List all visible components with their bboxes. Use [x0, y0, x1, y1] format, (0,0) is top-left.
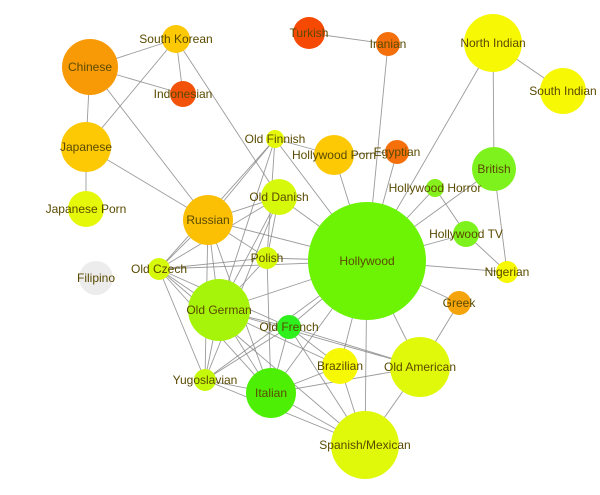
- node-circle-north-indian[interactable]: [464, 14, 522, 72]
- edge-old-german-old-american: [218, 309, 421, 368]
- node-old-finnish[interactable]: Old Finnish: [245, 130, 306, 148]
- node-circle-old-finnish[interactable]: [266, 130, 284, 148]
- node-circle-old-german[interactable]: [188, 279, 250, 341]
- edge-old-french-yugoslavian: [204, 326, 290, 381]
- node-circle-hollywood-porn[interactable]: [314, 135, 354, 175]
- node-russian[interactable]: Russian: [183, 195, 233, 245]
- node-circle-yugoslavian[interactable]: [194, 369, 216, 391]
- node-nigerian[interactable]: Nigerian: [485, 261, 530, 283]
- node-old-american[interactable]: Old American: [384, 337, 456, 397]
- node-circle-hollywood[interactable]: [308, 202, 426, 320]
- node-iranian[interactable]: Iranian: [370, 32, 407, 56]
- node-british[interactable]: British: [472, 147, 516, 191]
- node-turkish[interactable]: Turkish: [290, 17, 329, 49]
- node-japanese-porn[interactable]: Japanese Porn: [46, 191, 127, 227]
- node-circle-old-french[interactable]: [277, 315, 301, 339]
- node-greek[interactable]: Greek: [443, 291, 477, 315]
- node-circle-hollywood-tv[interactable]: [453, 221, 479, 247]
- node-chinese[interactable]: Chinese: [62, 39, 118, 95]
- node-spanish-mexican[interactable]: Spanish/Mexican: [319, 411, 411, 479]
- node-circle-japanese-porn[interactable]: [68, 191, 104, 227]
- node-yugoslavian[interactable]: Yugoslavian: [173, 369, 238, 391]
- node-north-indian[interactable]: North Indian: [460, 14, 526, 72]
- node-hollywood[interactable]: Hollywood: [308, 202, 426, 320]
- edge-old-danish-yugoslavian: [204, 196, 280, 381]
- node-italian[interactable]: Italian: [246, 368, 296, 418]
- node-egyptian[interactable]: Egyptian: [374, 140, 421, 164]
- edge-polish-old-czech: [158, 257, 268, 270]
- node-circle-egyptian[interactable]: [385, 140, 409, 164]
- node-circle-russian[interactable]: [183, 195, 233, 245]
- node-japanese[interactable]: Japanese: [60, 122, 112, 172]
- node-circle-chinese[interactable]: [62, 39, 118, 95]
- node-circle-indonesian[interactable]: [170, 81, 196, 107]
- node-circle-brazilian[interactable]: [322, 348, 358, 384]
- node-circle-spanish-mexican[interactable]: [331, 411, 399, 479]
- node-circle-filipino[interactable]: [79, 261, 113, 295]
- node-circle-british[interactable]: [472, 147, 516, 191]
- node-hollywood-porn[interactable]: Hollywood Porn: [292, 135, 376, 175]
- node-circle-italian[interactable]: [246, 368, 296, 418]
- node-circle-iranian[interactable]: [376, 32, 400, 56]
- node-circle-south-korean[interactable]: [162, 25, 190, 53]
- node-circle-old-danish[interactable]: [261, 179, 297, 215]
- node-circle-nigerian[interactable]: [496, 261, 518, 283]
- node-circle-polish[interactable]: [256, 247, 278, 269]
- edge-south-korean-old-danish: [175, 38, 280, 198]
- node-filipino[interactable]: Filipino: [77, 261, 115, 295]
- node-circle-old-american[interactable]: [390, 337, 450, 397]
- node-hollywood-tv[interactable]: Hollywood TV: [429, 221, 503, 247]
- node-circle-greek[interactable]: [447, 291, 471, 315]
- node-indonesian[interactable]: Indonesian: [154, 81, 213, 107]
- node-circle-japanese[interactable]: [61, 122, 111, 172]
- edge-old-czech-yugoslavian: [158, 268, 206, 381]
- node-circle-hollywood-horror[interactable]: [426, 179, 444, 197]
- node-circle-old-czech[interactable]: [148, 258, 170, 280]
- node-old-czech[interactable]: Old Czech: [131, 258, 187, 280]
- node-circle-turkish[interactable]: [293, 17, 325, 49]
- edge-chinese-russian: [89, 66, 209, 221]
- node-south-korean[interactable]: South Korean: [139, 25, 213, 53]
- node-circle-south-indian[interactable]: [540, 68, 586, 114]
